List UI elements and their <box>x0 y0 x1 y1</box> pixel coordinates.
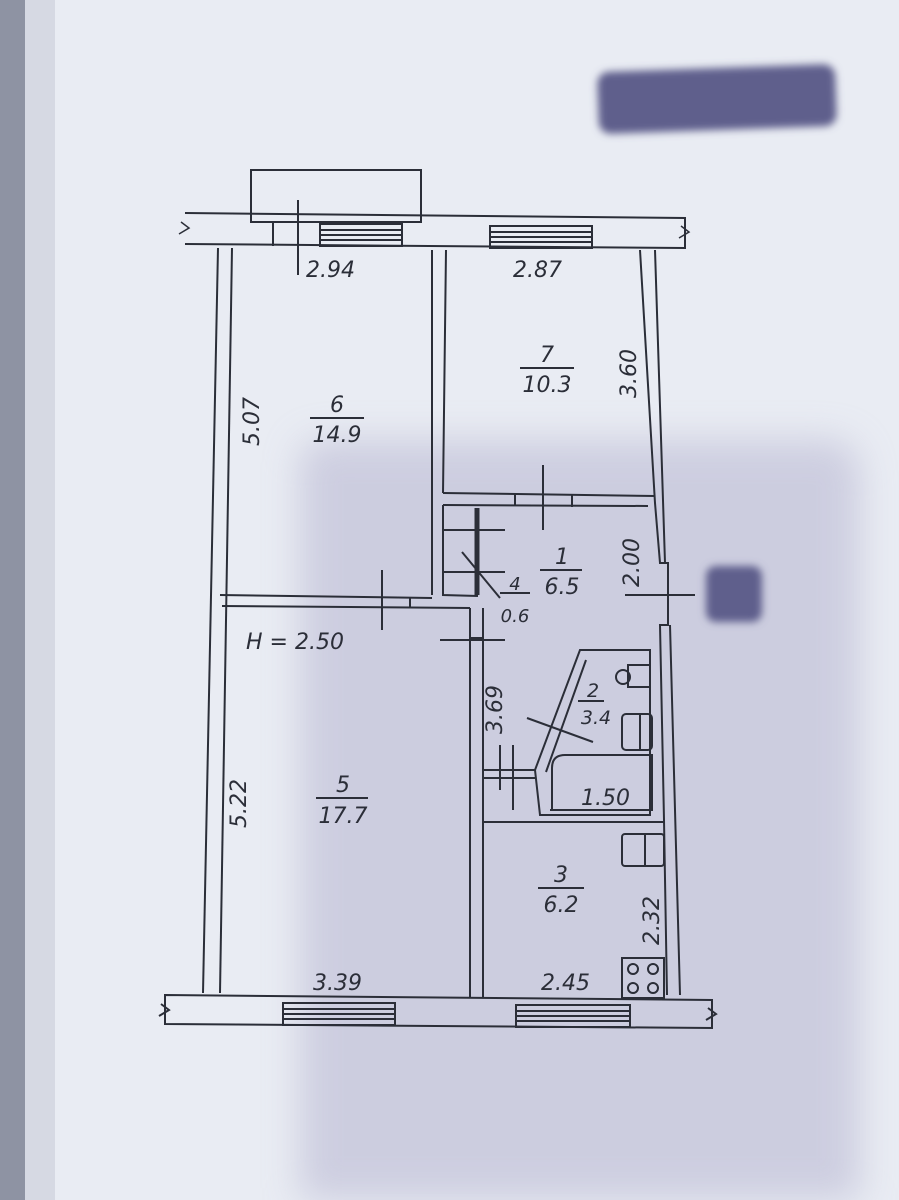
room-6-area: 14.9 <box>313 423 362 448</box>
room-3-number: 3 <box>554 863 568 888</box>
bathtub-icon <box>551 754 653 811</box>
ceiling-height-label: H = 2.50 <box>246 630 344 655</box>
kitchen-sink-icon <box>621 833 665 867</box>
dim-room3-bottom: 2.45 <box>541 971 590 996</box>
dim-room3-right: 2.32 <box>640 896 665 945</box>
room-1-number: 1 <box>555 545 569 570</box>
room-2-area: 3.4 <box>581 707 611 729</box>
top-wall <box>184 212 686 250</box>
dim-room7-right: 3.60 <box>617 349 642 398</box>
room-3-area: 6.2 <box>544 893 579 918</box>
room-7-number: 7 <box>540 343 554 368</box>
room-5-area: 17.7 <box>319 804 368 829</box>
room-4-area: 0.6 <box>501 606 530 627</box>
bottom-wall <box>164 993 713 1030</box>
top-window-left <box>319 223 403 247</box>
stove-icon <box>621 957 665 999</box>
page-edge-gradient <box>25 0 55 1200</box>
room-7-area: 10.3 <box>523 373 572 398</box>
bathroom-walls <box>533 649 651 816</box>
dim-room5-bottom: 3.39 <box>313 971 362 996</box>
left-outer-wall <box>202 247 219 994</box>
room-2-number: 2 <box>587 680 599 702</box>
room-1-area: 6.5 <box>545 575 580 600</box>
plan-lines <box>158 169 718 1030</box>
balcony <box>250 169 422 223</box>
dim-room6-top: 2.94 <box>306 258 355 283</box>
dim-room6-left: 5.07 <box>240 397 265 446</box>
sink-icon <box>621 713 653 751</box>
dim-corridor-left: 3.69 <box>483 685 508 734</box>
bottom-window-left <box>282 1002 396 1026</box>
top-window-right <box>489 225 593 249</box>
dim-room1-right: 2.00 <box>620 538 645 587</box>
dim-room7-top: 2.87 <box>513 258 562 283</box>
page-edge-shadow <box>0 0 25 1200</box>
bottom-window-right <box>515 1004 631 1028</box>
dim-bathtub: 1.50 <box>581 786 630 811</box>
redaction-mark-top <box>597 64 837 134</box>
toilet-icon <box>615 664 651 688</box>
room-6-number: 6 <box>330 393 344 418</box>
redaction-mark-side <box>706 566 762 622</box>
camera-shadow <box>300 440 860 1200</box>
room-4-number: 4 <box>509 574 520 595</box>
dim-room5-left: 5.22 <box>227 779 252 828</box>
room-5-number: 5 <box>336 773 350 798</box>
